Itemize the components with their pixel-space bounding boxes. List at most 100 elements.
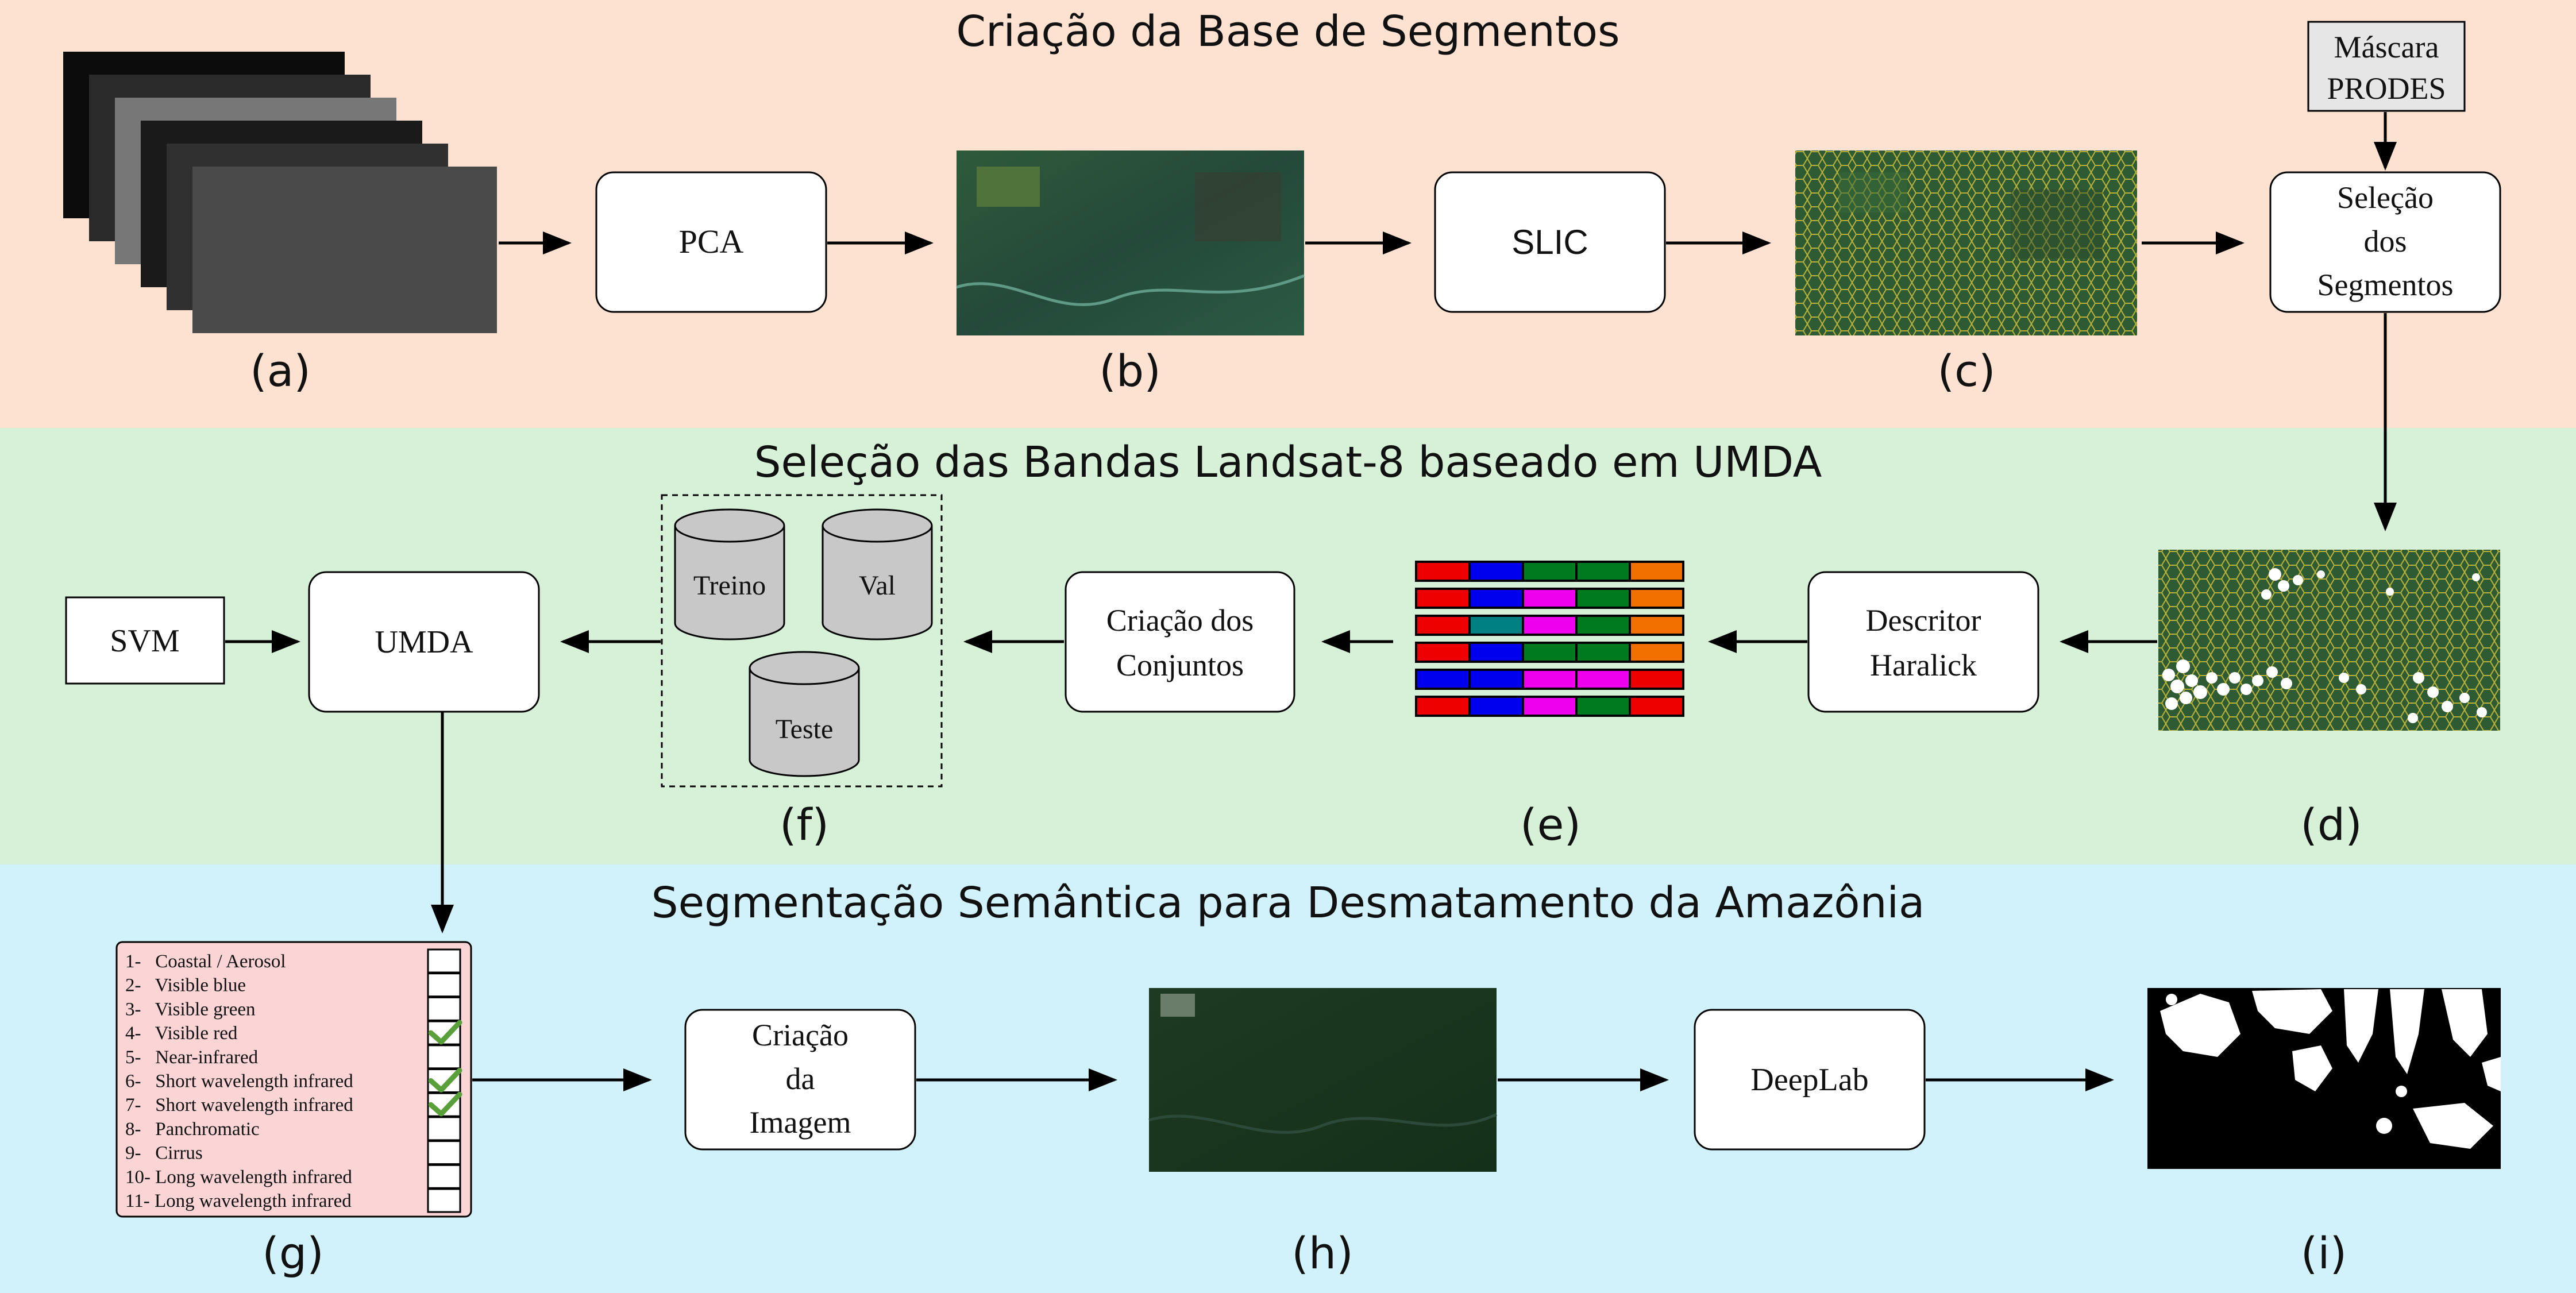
cylinder-val: [822, 508, 933, 640]
feature-cell: [1522, 588, 1578, 609]
image-creation-line1: Criação: [752, 1018, 849, 1052]
cylinder-test-label: Teste: [776, 714, 834, 744]
cylinder-train: [674, 508, 785, 640]
image-creation-line2: da: [786, 1062, 815, 1096]
section-creation-title: Criação da Base de Segmentos: [956, 7, 1619, 56]
feature-cell: [1468, 696, 1524, 717]
section-selection-title: Seleção das Bandas Landsat-8 baseado em …: [754, 438, 1822, 487]
band-checkbox: [427, 1164, 461, 1189]
image-creation-line3: Imagem: [750, 1105, 851, 1140]
slic-segmented-image: [1795, 150, 2137, 335]
feature-cell: [1629, 669, 1684, 690]
band-checkbox: [427, 1188, 461, 1213]
band-image-stack: [63, 52, 497, 333]
datasets-creation-box: [1065, 571, 1295, 713]
feature-cell: [1522, 561, 1578, 582]
umda-box: [308, 571, 540, 713]
pca-box: [595, 171, 827, 313]
feature-cell: [1415, 669, 1471, 690]
panel-label-d: (d): [2300, 799, 2362, 850]
feature-cell: [1522, 615, 1578, 636]
slic-label: SLIC: [1511, 223, 1588, 261]
pca-composite-image: [956, 150, 1305, 335]
feature-cell: [1415, 588, 1471, 609]
svm-label: SVM: [110, 623, 179, 659]
datasets-creation-line1: Criação dos: [1106, 603, 1254, 638]
band-checkbox: [427, 1116, 461, 1141]
band-item-label: 5- Near-infrared: [125, 1047, 259, 1068]
band-checkbox: [427, 1140, 461, 1165]
pca-label: PCA: [679, 223, 744, 260]
feature-cell: [1575, 669, 1631, 690]
section-segmentation-title: Segmentação Semântica para Desmatamento …: [651, 878, 1925, 928]
feature-cell: [1468, 669, 1524, 690]
segment-selection-line3: Segmentos: [2317, 268, 2454, 302]
band-checkbox: [427, 972, 461, 998]
selected-segments-image: [2158, 550, 2500, 731]
feature-cell: [1629, 561, 1684, 582]
mask-prodes-line2: PRODES: [2327, 71, 2446, 106]
feature-cell: [1629, 588, 1684, 609]
check-icon: [428, 1091, 462, 1117]
segment-selection-line1: Seleção: [2337, 180, 2434, 215]
band-item-label: 1- Coastal / Aerosol: [125, 951, 286, 972]
haralick-line2: Haralick: [1870, 648, 1977, 682]
haralick-line1: Descritor: [1866, 603, 1981, 638]
feature-cell: [1575, 561, 1631, 582]
feature-cell: [1522, 669, 1578, 690]
feature-cell: [1415, 642, 1471, 663]
datasets-creation-line2: Conjuntos: [1116, 648, 1244, 682]
mask-prodes-box: [2307, 21, 2466, 112]
band-checklist-panel: [115, 941, 472, 1218]
panel-label-c: (c): [1937, 345, 1995, 396]
panel-label-f: (f): [780, 799, 829, 850]
haralick-box: [1807, 571, 2039, 713]
feature-cell: [1522, 642, 1578, 663]
feature-cell: [1629, 642, 1684, 663]
datasets-group-frame: [661, 494, 943, 788]
feature-cell: [1575, 642, 1631, 663]
segment-selection-box: [2269, 171, 2501, 313]
feature-cell: [1629, 696, 1684, 717]
band-item-label: 9- Cirrus: [125, 1143, 203, 1164]
panel-label-i: (i): [2301, 1228, 2347, 1279]
panel-label-a: (a): [250, 345, 311, 396]
panel-label-b: (b): [1099, 345, 1161, 396]
umda-label: UMDA: [375, 624, 473, 660]
cylinder-val-label: Val: [859, 570, 896, 601]
band-checkbox: [427, 1044, 461, 1070]
svm-box: [65, 596, 225, 685]
feature-cell: [1468, 588, 1524, 609]
feature-cell: [1522, 696, 1578, 717]
band-item-label: 10- Long wavelength infrared: [125, 1167, 352, 1187]
feature-cell: [1575, 588, 1631, 609]
band-checklist: 1- Coastal / Aerosol 2- Visible blue 3- Vi…: [125, 948, 462, 1213]
check-icon: [428, 1020, 462, 1045]
composed-band-image: [1148, 988, 1498, 1172]
band-checkbox: [427, 948, 461, 974]
band-item-label: 2- Visible blue: [125, 975, 246, 996]
cylinder-test: [749, 651, 860, 777]
deeplab-box: [1694, 1009, 1926, 1151]
band-checkbox: [427, 996, 461, 1021]
panel-label-g: (g): [262, 1228, 324, 1279]
feature-cell: [1629, 615, 1684, 636]
band-item-label: 4- Visible red: [125, 1023, 238, 1044]
mask-prodes-line1: Máscara: [2334, 30, 2439, 64]
band-item-label: 8- Panchromatic: [125, 1119, 260, 1140]
band-item-label: 3- Visible green: [125, 999, 256, 1020]
check-icon: [428, 1068, 462, 1093]
cylinder-train-label: Treino: [693, 570, 766, 601]
image-creation-box: [684, 1009, 916, 1151]
feature-cell: [1468, 615, 1524, 636]
deforestation-mask-output: [2147, 988, 2501, 1169]
band-item-label: 11- Long wavelength infrared: [125, 1191, 352, 1211]
feature-cell: [1415, 561, 1471, 582]
panel-label-h: (h): [1291, 1228, 1353, 1279]
feature-cell: [1415, 615, 1471, 636]
slic-box: [1434, 171, 1666, 313]
segment-selection-line2: dos: [2363, 224, 2407, 258]
band-item-label: 6- Short wavelength infrared: [125, 1071, 353, 1092]
feature-vectors: [1415, 561, 1684, 717]
